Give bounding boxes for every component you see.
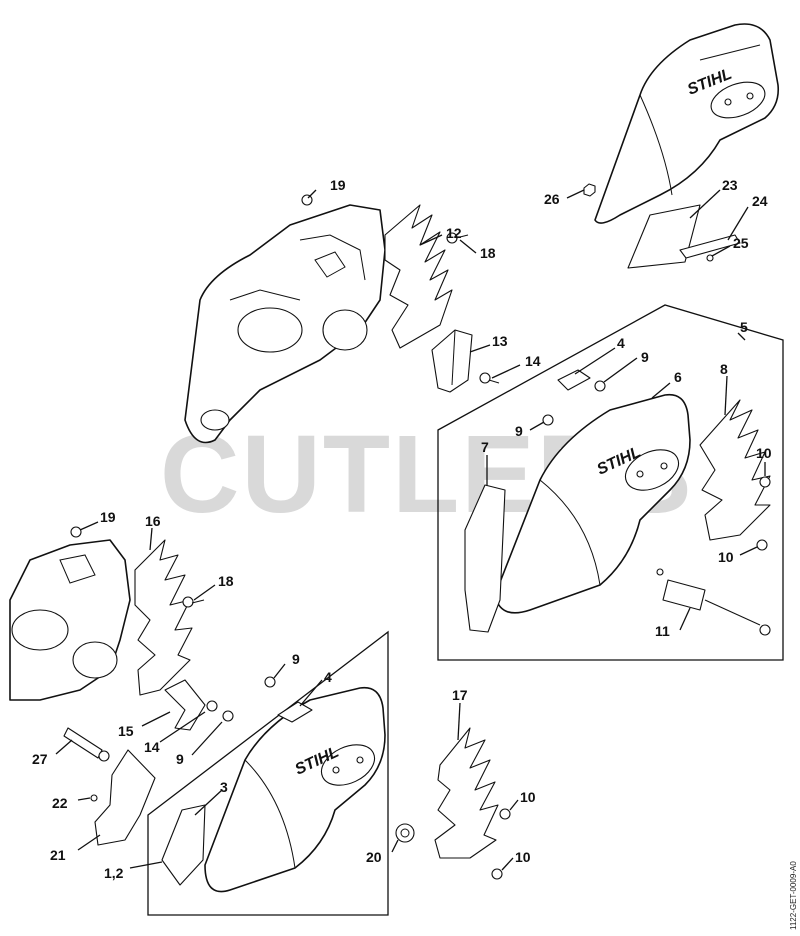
chain-catcher-12 bbox=[384, 204, 453, 349]
slide-4a bbox=[557, 369, 591, 391]
nut-10a bbox=[759, 476, 771, 488]
callout-18-bottom: 18 bbox=[218, 573, 234, 589]
callout-16: 16 bbox=[145, 513, 161, 529]
screw-9d bbox=[222, 710, 234, 722]
callout-19-bottom: 19 bbox=[100, 509, 116, 525]
screw-14a bbox=[479, 372, 500, 384]
top-sprocket-cover: STIHL bbox=[594, 23, 780, 224]
top-cover-plate-23 bbox=[627, 204, 701, 269]
callout-14-bottom: 14 bbox=[144, 739, 160, 755]
document-id: 1122-GET-0009-A0 bbox=[789, 861, 798, 930]
slide-4b bbox=[277, 701, 313, 723]
callout-15: 15 bbox=[118, 723, 134, 739]
callout-6: 6 bbox=[674, 369, 682, 385]
callout-5: 5 bbox=[740, 319, 748, 335]
callout-18-top: 18 bbox=[480, 245, 496, 261]
callout-17: 17 bbox=[452, 687, 468, 703]
screw-19b bbox=[70, 526, 82, 538]
callout-27: 27 bbox=[32, 751, 48, 767]
right-assembly-box bbox=[437, 304, 784, 661]
callout-12: 12 bbox=[446, 225, 462, 241]
callout-9-bottom-left: 9 bbox=[176, 751, 184, 767]
screw-14b bbox=[206, 700, 218, 712]
top-cover-strip-24 bbox=[679, 234, 741, 259]
callout-9-right-mid: 9 bbox=[515, 423, 523, 439]
callout-10-right-top: 10 bbox=[756, 445, 772, 461]
callout-19-top: 19 bbox=[330, 177, 346, 193]
callout-1-2: 1,2 bbox=[104, 865, 124, 881]
callout-11: 11 bbox=[655, 623, 670, 639]
nut-10d bbox=[491, 868, 503, 880]
callout-26: 26 bbox=[544, 191, 560, 207]
callout-24: 24 bbox=[752, 193, 768, 209]
crankcase-bottom bbox=[9, 539, 131, 701]
callout-4-bottom: 4 bbox=[324, 669, 332, 685]
top-nut-26 bbox=[583, 183, 596, 197]
callout-21: 21 bbox=[50, 847, 66, 863]
screw-19a bbox=[301, 194, 313, 206]
callout-4-right: 4 bbox=[617, 335, 625, 351]
leader-lines bbox=[55, 189, 766, 871]
callout-9-bottom-top: 9 bbox=[292, 651, 300, 667]
callout-20: 20 bbox=[366, 849, 382, 865]
chain-catcher-16 bbox=[134, 539, 193, 696]
callout-9-right-top: 9 bbox=[641, 349, 649, 365]
screw-9c bbox=[264, 676, 276, 688]
sprocket-cover-6: STIHL bbox=[494, 393, 691, 614]
callout-23: 23 bbox=[722, 177, 738, 193]
callout-7: 7 bbox=[481, 439, 489, 455]
screw-9a bbox=[594, 380, 606, 392]
spike-21 bbox=[94, 749, 156, 846]
callout-10-bottom-top: 10 bbox=[520, 789, 536, 805]
screw-22 bbox=[90, 794, 98, 802]
bottom-assembly-box bbox=[147, 630, 389, 916]
callout-labels: 19 12 18 13 14 26 23 24 25 5 4 9 6 8 9 7… bbox=[32, 177, 772, 881]
screw-9b bbox=[542, 414, 554, 426]
callout-25: 25 bbox=[733, 235, 749, 251]
callout-14-top: 14 bbox=[525, 353, 541, 369]
block-3 bbox=[161, 804, 206, 886]
pin-27 bbox=[63, 727, 110, 762]
screw-18a bbox=[446, 232, 469, 244]
callout-8: 8 bbox=[720, 361, 728, 377]
callout-22: 22 bbox=[52, 795, 68, 811]
clip-15 bbox=[164, 679, 206, 731]
chain-catcher-17 bbox=[434, 727, 499, 859]
nut-10b bbox=[756, 539, 768, 551]
chain-catcher-8 bbox=[699, 399, 771, 541]
nut-10c bbox=[499, 808, 511, 820]
callout-10-right-bottom: 10 bbox=[718, 549, 734, 565]
callout-10-bottom-bottom: 10 bbox=[515, 849, 531, 865]
crankcase-top bbox=[184, 204, 386, 444]
callout-13: 13 bbox=[492, 333, 508, 349]
nut-20 bbox=[395, 823, 415, 843]
screw-18b bbox=[182, 596, 205, 608]
sleeve-11 bbox=[656, 568, 771, 636]
top-screw-25 bbox=[706, 254, 714, 262]
block-7 bbox=[464, 484, 506, 633]
guide-block-13 bbox=[431, 329, 473, 393]
callout-3: 3 bbox=[220, 779, 228, 795]
